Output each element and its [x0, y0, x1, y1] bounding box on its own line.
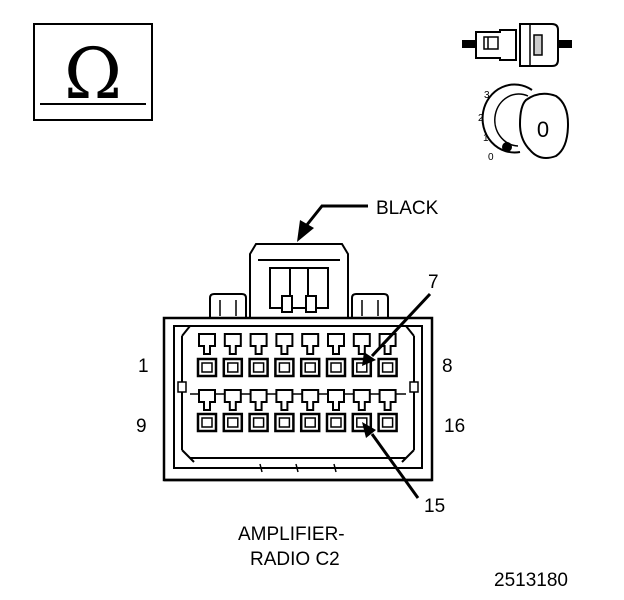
pin-label-8: 8 — [442, 356, 453, 377]
ignition-key-icon: 3 2 1 0 0 — [478, 83, 570, 163]
pin-label-9: 9 — [136, 416, 147, 437]
connector-color-label: BLACK — [376, 198, 439, 219]
pin-cavity-11 — [248, 389, 269, 433]
callout-7-leader — [370, 292, 432, 358]
pin-cavity-10 — [222, 389, 244, 433]
pin-cavity-9 — [196, 389, 218, 433]
pin-cavity-14 — [325, 389, 347, 433]
ignition-position-3: 3 — [484, 90, 490, 101]
pin-cavity-16 — [377, 389, 398, 433]
pin-cavities — [196, 333, 398, 433]
ignition-position-2: 2 — [478, 113, 484, 124]
connector-name-line1: AMPLIFIER- — [238, 524, 345, 545]
connector-disconnected-icon — [462, 23, 572, 67]
pin-cavity-6 — [325, 333, 347, 378]
pin-cavity-1 — [196, 333, 218, 378]
pin-cavity-3 — [248, 333, 269, 378]
callout-label-15: 15 — [424, 496, 445, 517]
ohm-glyph: Ω — [64, 33, 122, 115]
ignition-key-label: 0 — [537, 117, 549, 142]
ignition-position-1: 1 — [483, 133, 489, 144]
pin-cavity-5 — [299, 333, 321, 378]
connector-name-line2: RADIO C2 — [250, 549, 340, 570]
pin-cavity-12 — [274, 389, 295, 433]
ignition-position-0: 0 — [488, 152, 494, 163]
pin-cavity-13 — [299, 389, 321, 433]
pin-cavity-4 — [274, 333, 295, 378]
ohmmeter-symbol-box: Ω — [33, 23, 153, 121]
figure-number: 2513180 — [494, 570, 568, 591]
pin-cavity-2 — [222, 333, 244, 378]
callout-label-7: 7 — [428, 272, 439, 293]
color-label-arrowhead — [297, 220, 314, 242]
callout-15-leader — [370, 433, 420, 499]
pin-label-1: 1 — [138, 356, 149, 377]
pin-label-16: 16 — [444, 416, 465, 437]
